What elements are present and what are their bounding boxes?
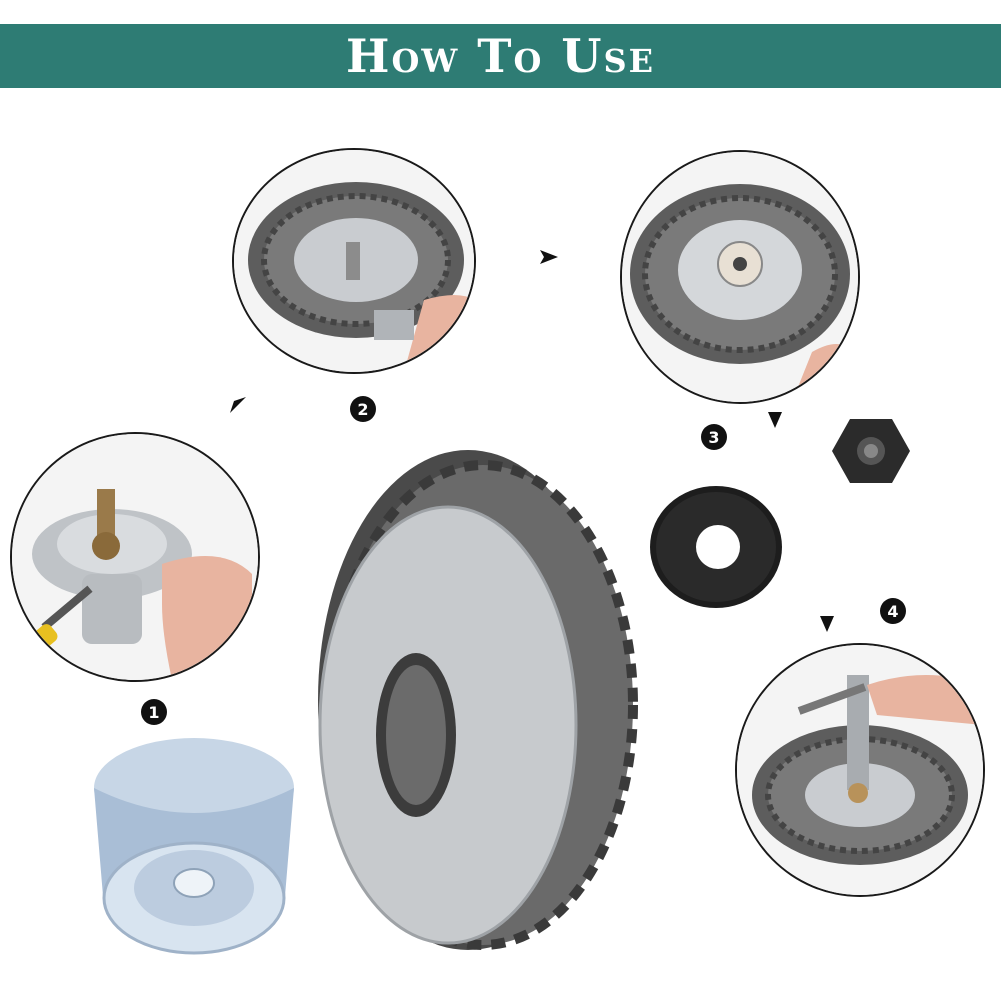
arrow-down-icon <box>768 412 782 428</box>
step-badge-3: 3 <box>701 424 727 450</box>
wire-wheel-image <box>298 440 654 970</box>
arrow-right-icon <box>540 250 558 264</box>
washer-image <box>648 484 784 610</box>
step-circle-mount-wheel <box>232 148 476 374</box>
arbor-cup-image <box>86 728 302 964</box>
header-banner: How To Use <box>0 24 1001 88</box>
arrow-down-icon <box>820 616 834 632</box>
step-badge-4: 4 <box>880 598 906 624</box>
step-badge-2: 2 <box>350 396 376 422</box>
step-badge-1: 1 <box>141 699 167 725</box>
page-title: How To Use <box>345 29 656 83</box>
step-circle-gearbox <box>10 432 260 682</box>
step-circle-add-washer <box>620 150 860 404</box>
hex-nut-image <box>830 415 912 487</box>
arrow-down-left-icon <box>230 397 246 413</box>
step-circle-tighten-nut <box>735 643 985 897</box>
